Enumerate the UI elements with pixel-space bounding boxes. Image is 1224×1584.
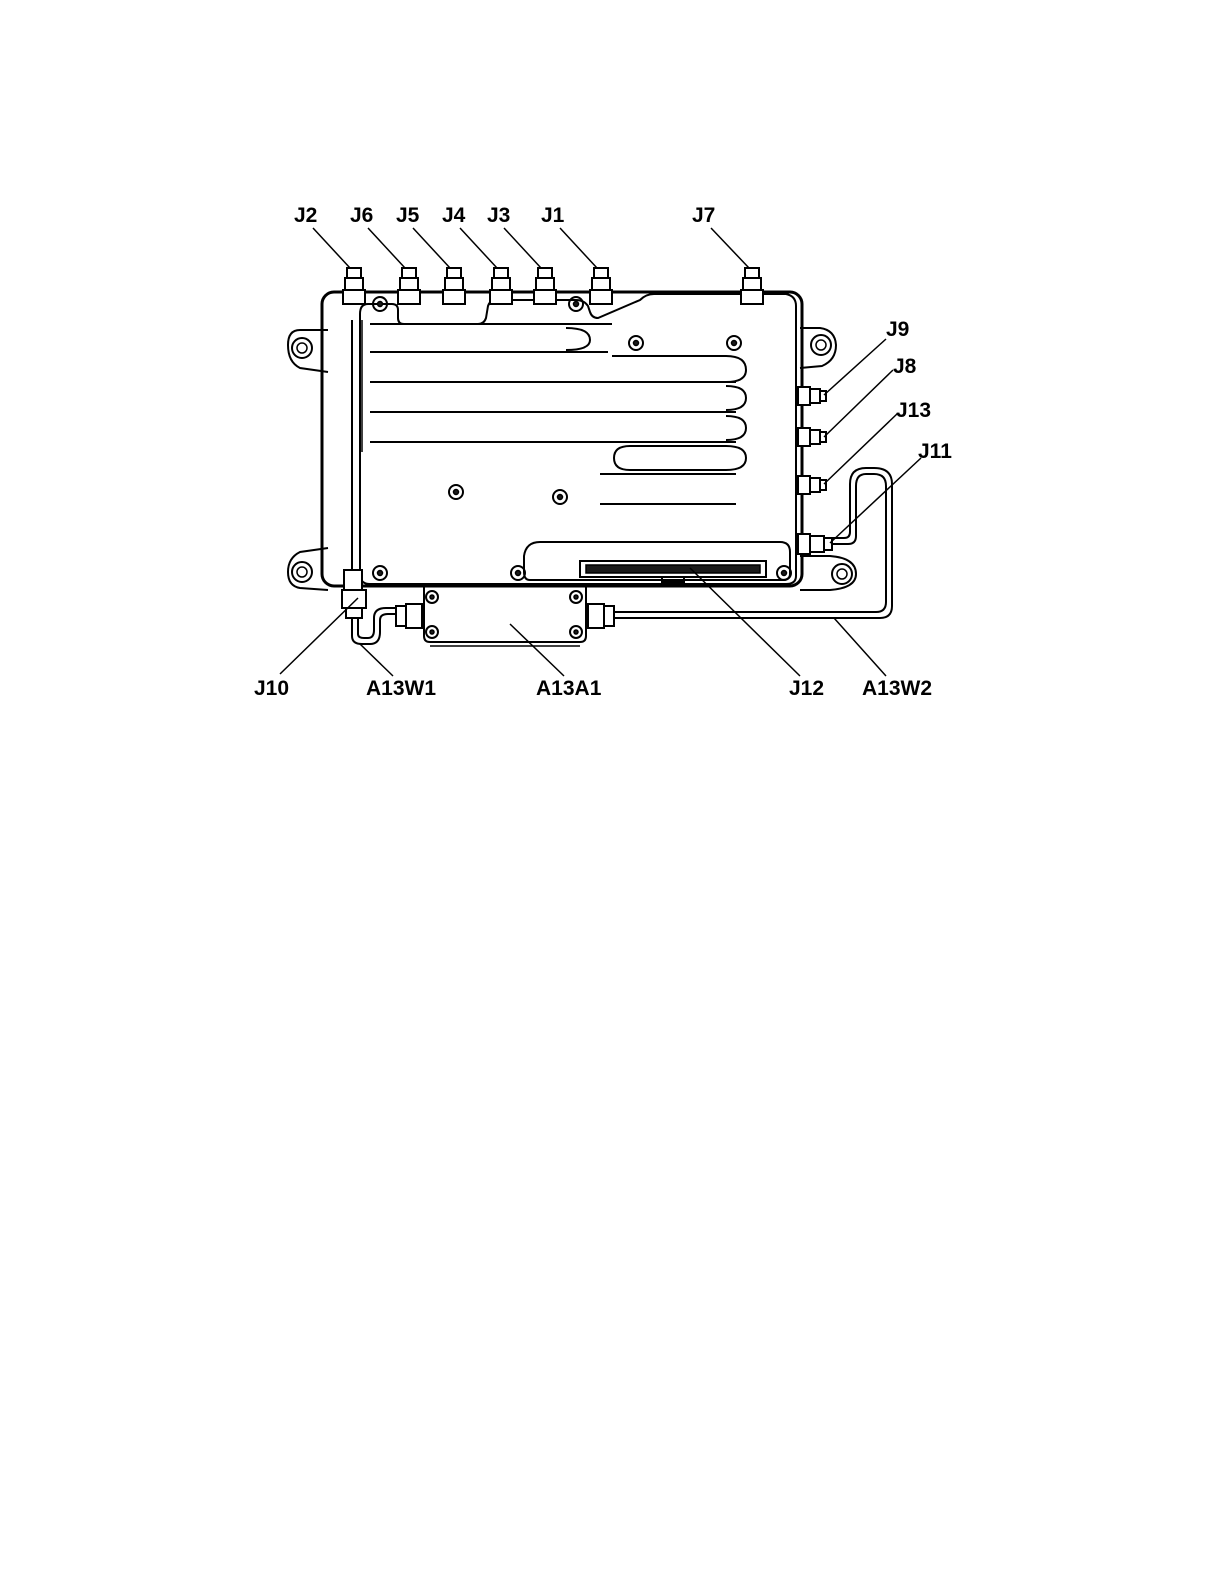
housing bbox=[288, 292, 856, 590]
connector-j8 bbox=[798, 428, 826, 446]
label-j13: J13 bbox=[896, 399, 931, 422]
label-j9: J9 bbox=[886, 318, 909, 341]
connector-j7 bbox=[741, 268, 763, 304]
fin-slots bbox=[370, 324, 746, 504]
label-j11: J11 bbox=[918, 440, 952, 463]
label-j1: J1 bbox=[541, 204, 565, 227]
label-j10: J10 bbox=[254, 677, 289, 700]
label-j6: J6 bbox=[350, 204, 373, 227]
mount-hole-top-right bbox=[811, 335, 831, 355]
label-j3: J3 bbox=[487, 204, 510, 227]
label-a13w1: A13W1 bbox=[366, 677, 436, 700]
label-j12: J12 bbox=[789, 677, 824, 700]
connector-j2 bbox=[343, 268, 365, 304]
mount-hole-top-left bbox=[292, 338, 312, 358]
label-j7: J7 bbox=[692, 204, 715, 227]
a13a1-module bbox=[396, 586, 614, 646]
label-j5: J5 bbox=[396, 204, 420, 227]
connector-j11 bbox=[798, 534, 832, 554]
connector-j5 bbox=[443, 268, 465, 304]
connector-j4 bbox=[490, 268, 512, 304]
label-j4: J4 bbox=[442, 204, 466, 227]
top-connectors bbox=[343, 268, 763, 304]
screws bbox=[373, 297, 791, 580]
connector-j13 bbox=[798, 476, 826, 494]
connector-j3 bbox=[534, 268, 556, 304]
connector-j1 bbox=[590, 268, 612, 304]
mount-hole-bottom-right bbox=[832, 564, 852, 584]
connector-j9 bbox=[798, 387, 826, 405]
label-j8: J8 bbox=[893, 355, 917, 378]
label-a13a1: A13A1 bbox=[536, 677, 602, 700]
label-j2: J2 bbox=[294, 204, 317, 227]
connector-j6 bbox=[398, 268, 420, 304]
mount-hole-bottom-left bbox=[292, 562, 312, 582]
label-a13w2: A13W2 bbox=[862, 677, 932, 700]
